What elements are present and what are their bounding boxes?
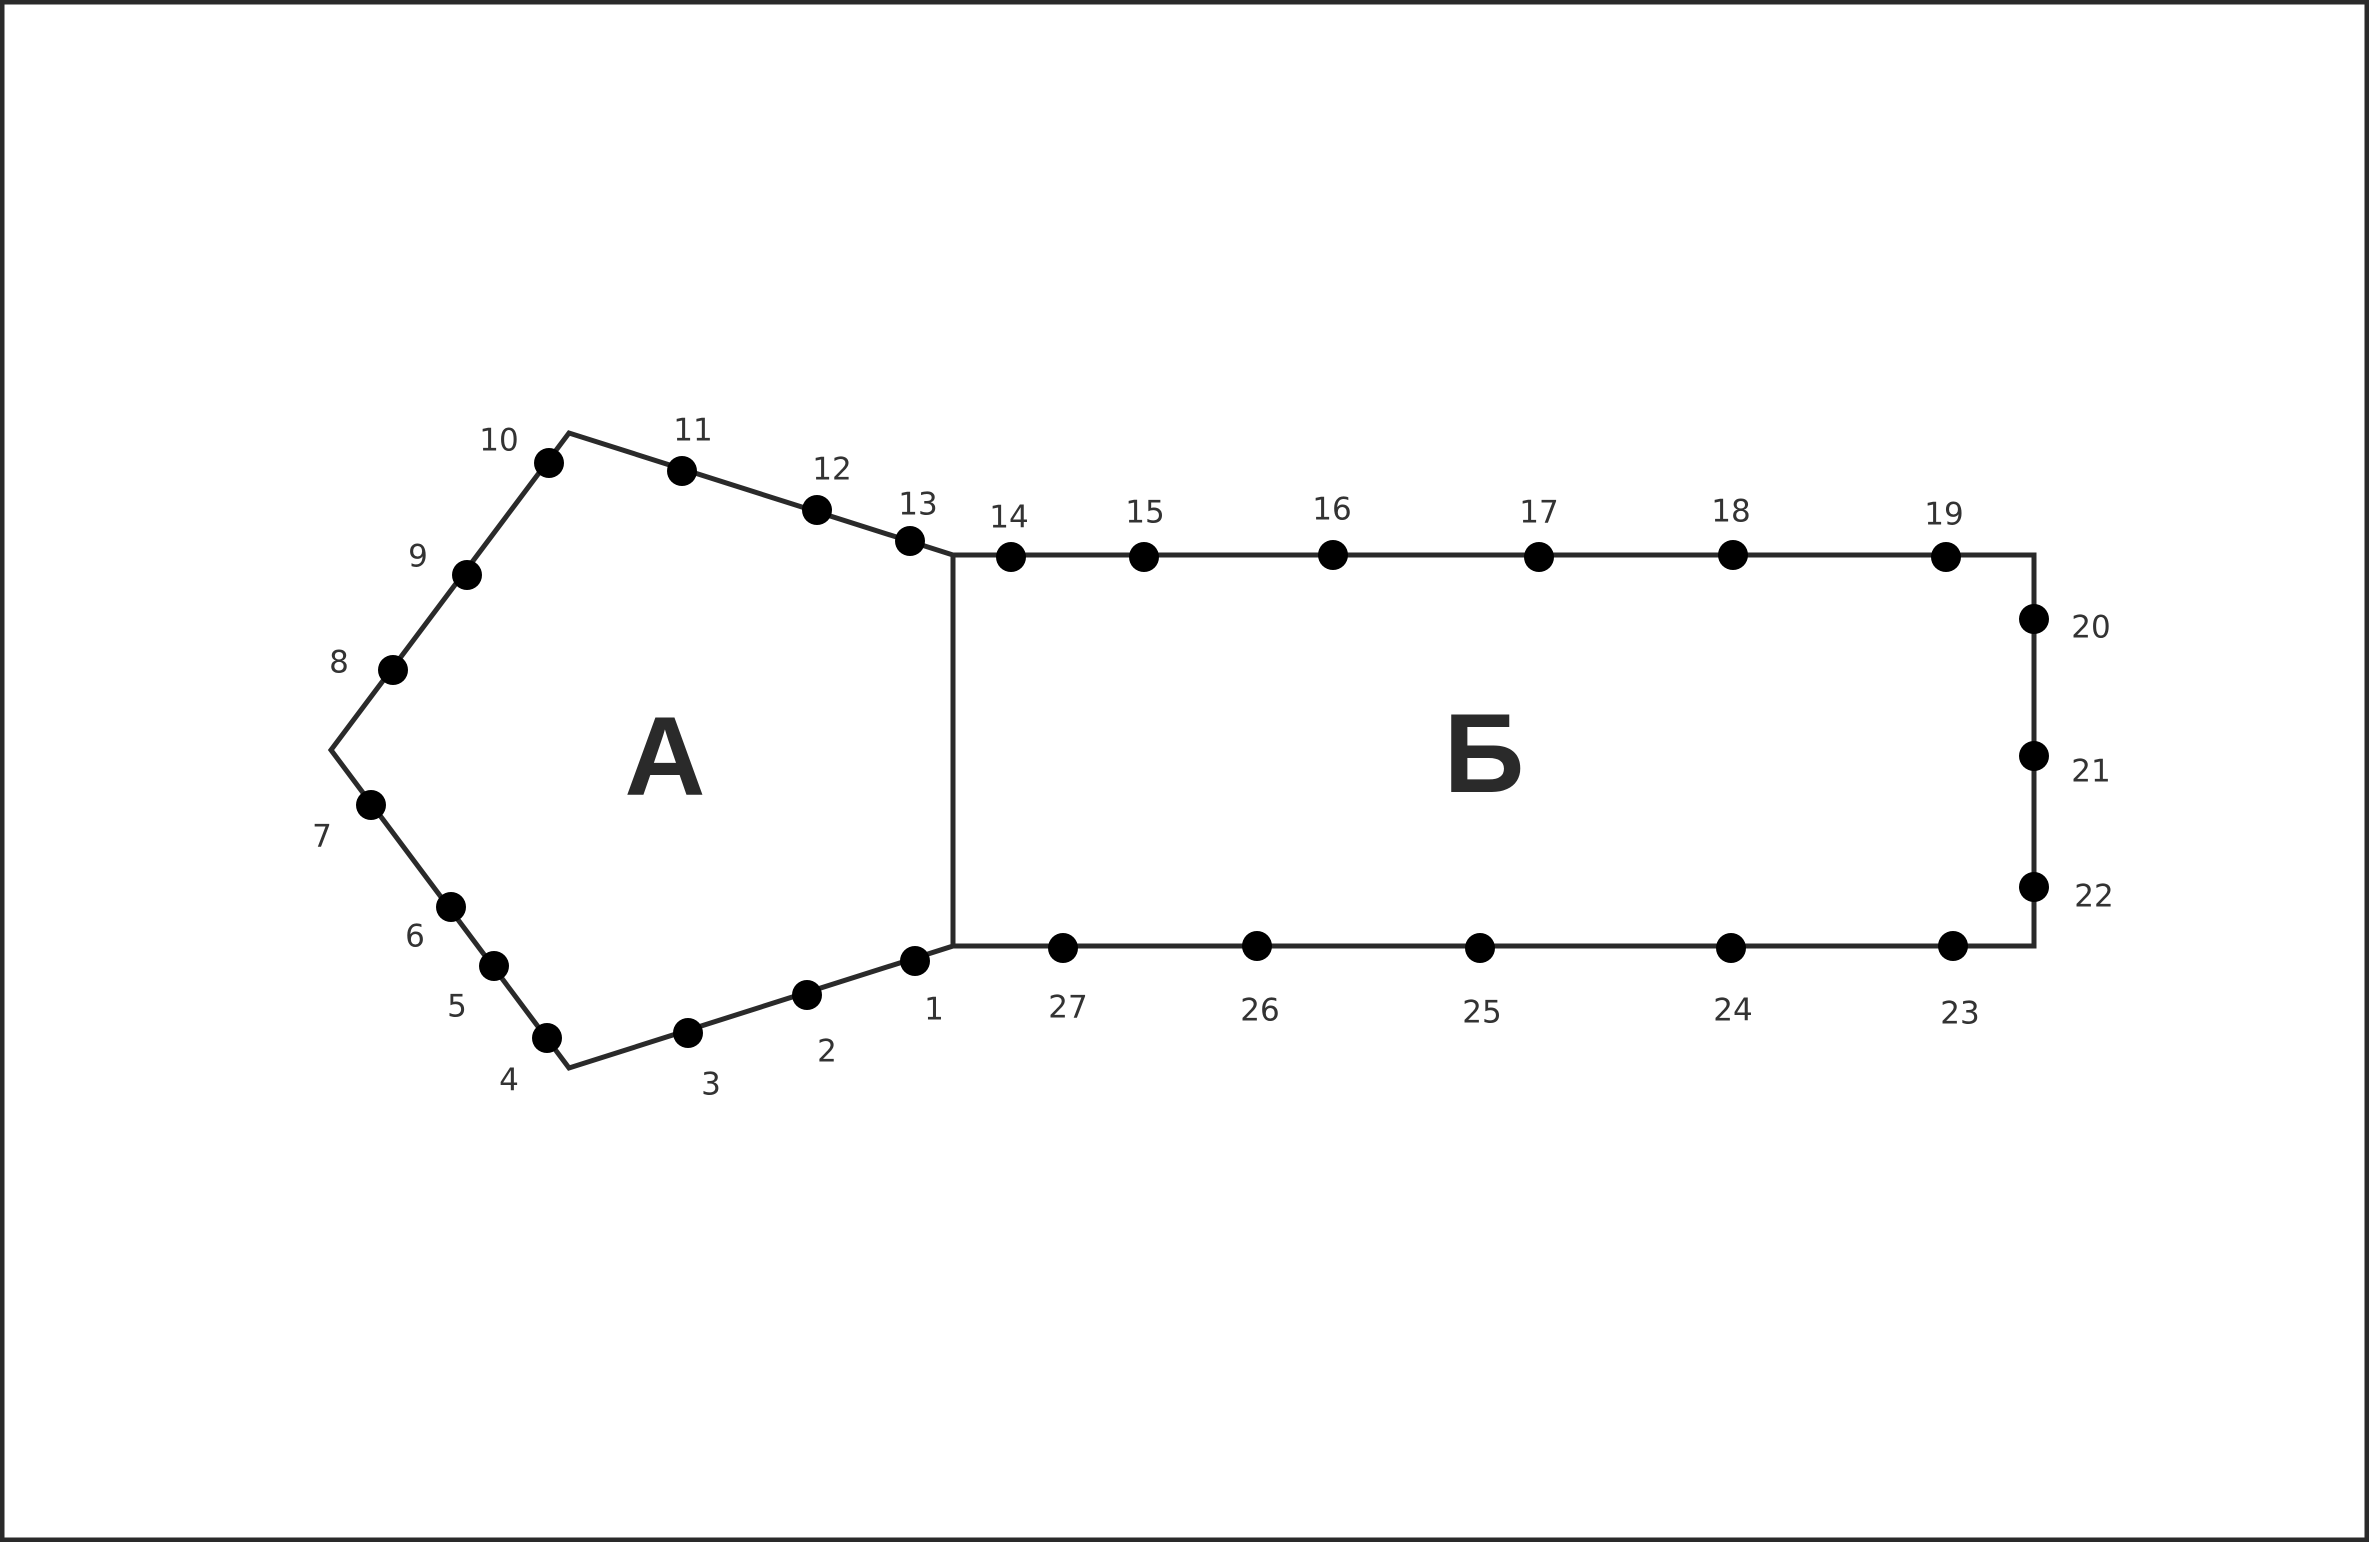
dot-label-19: 19 xyxy=(1924,497,1963,533)
dot-21 xyxy=(2019,741,2049,771)
dot-label-17: 17 xyxy=(1519,495,1558,531)
dot-25 xyxy=(1465,933,1495,963)
dot-24 xyxy=(1716,933,1746,963)
dot-14 xyxy=(996,542,1026,572)
dot-9 xyxy=(452,560,482,590)
dot-label-4: 4 xyxy=(499,1063,519,1099)
dot-label-25: 25 xyxy=(1462,995,1501,1031)
dot-6 xyxy=(436,892,466,922)
dot-label-22: 22 xyxy=(2074,879,2113,915)
dot-label-11: 11 xyxy=(673,413,712,449)
dot-label-7: 7 xyxy=(312,819,332,855)
dot-label-13: 13 xyxy=(898,487,937,523)
dot-27 xyxy=(1048,933,1078,963)
dot-label-2: 2 xyxy=(817,1034,837,1070)
dot-2 xyxy=(792,980,822,1010)
dot-15 xyxy=(1129,542,1159,572)
dot-label-24: 24 xyxy=(1713,993,1752,1029)
dot-label-20: 20 xyxy=(2071,610,2110,646)
dot-10 xyxy=(534,448,564,478)
dot-label-14: 14 xyxy=(989,500,1028,536)
dot-label-26: 26 xyxy=(1240,993,1279,1029)
dot-label-3: 3 xyxy=(701,1067,721,1103)
dot-17 xyxy=(1524,542,1554,572)
dot-label-8: 8 xyxy=(329,645,349,681)
dot-26 xyxy=(1242,931,1272,961)
dot-7 xyxy=(356,790,386,820)
region-b-label: Б xyxy=(1444,691,1525,816)
region-a-label: А xyxy=(625,694,706,819)
dot-label-5: 5 xyxy=(447,989,467,1025)
dot-label-10: 10 xyxy=(479,423,518,459)
dot-13 xyxy=(895,526,925,556)
dot-label-15: 15 xyxy=(1125,495,1164,531)
dot-label-6: 6 xyxy=(405,919,425,955)
dot-11 xyxy=(667,456,697,486)
dot-19 xyxy=(1931,542,1961,572)
dot-label-23: 23 xyxy=(1940,996,1979,1032)
dot-label-12: 12 xyxy=(812,452,851,488)
dot-label-1: 1 xyxy=(924,992,944,1028)
dot-label-27: 27 xyxy=(1048,990,1087,1026)
dot-18 xyxy=(1718,540,1748,570)
dot-20 xyxy=(2019,604,2049,634)
dot-label-9: 9 xyxy=(408,539,428,575)
dot-label-21: 21 xyxy=(2071,754,2110,790)
dot-label-18: 18 xyxy=(1711,494,1750,530)
dot-16 xyxy=(1318,540,1348,570)
dot-23 xyxy=(1938,931,1968,961)
dot-5 xyxy=(479,951,509,981)
dot-label-16: 16 xyxy=(1312,492,1351,528)
dot-12 xyxy=(802,495,832,525)
dot-8 xyxy=(378,655,408,685)
dot-4 xyxy=(532,1023,562,1053)
dot-1 xyxy=(900,946,930,976)
dot-22 xyxy=(2019,872,2049,902)
dot-3 xyxy=(673,1018,703,1048)
